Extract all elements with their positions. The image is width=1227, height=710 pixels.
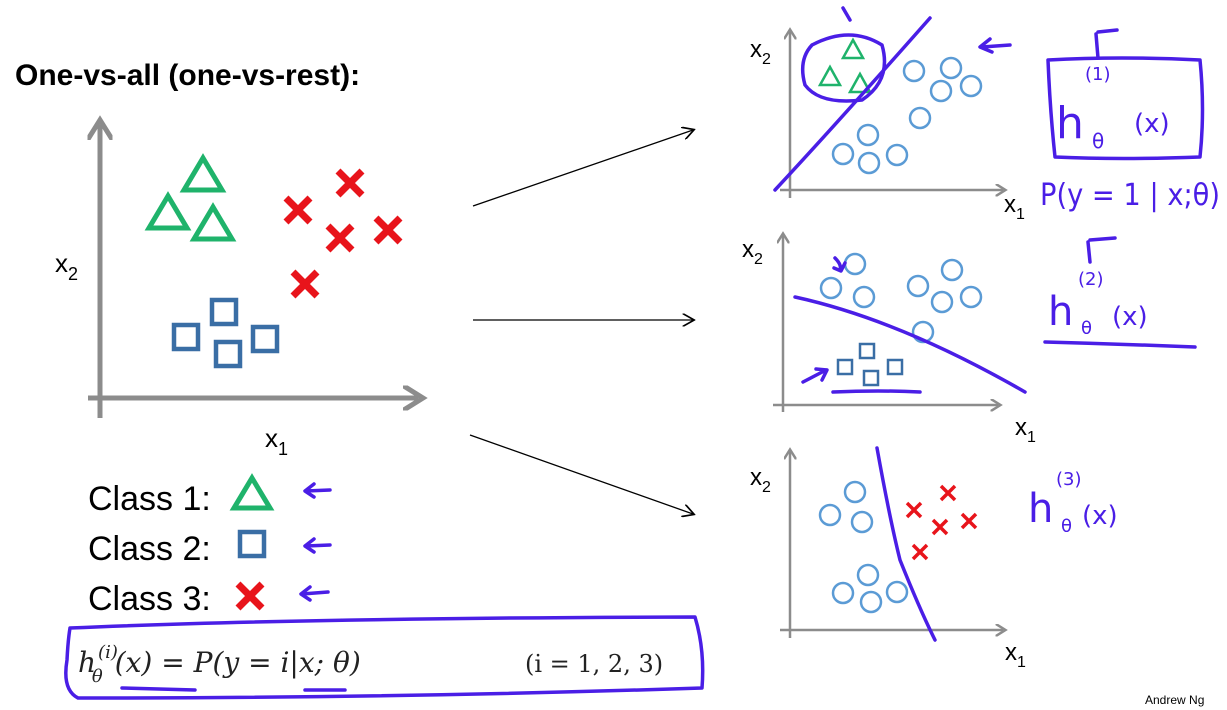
- class1-points: [144, 153, 237, 242]
- slide-title: One-vs-all (one-vs-rest):: [15, 59, 360, 92]
- x-axis-label: x1: [1005, 639, 1026, 671]
- class1-label: Class 1:: [88, 480, 211, 518]
- y-axis-label: x2: [55, 248, 78, 284]
- h3-args: (x): [1082, 501, 1118, 531]
- arrow-to-plot-1: [472, 130, 693, 207]
- arrow-left-icon: [299, 585, 330, 602]
- arrow-left-icon: [303, 482, 332, 499]
- arrow-left-icon: [303, 537, 332, 554]
- subplot-class3: x2 x1: [750, 446, 1026, 671]
- y-axis-label: x2: [750, 464, 771, 496]
- x-axis-label: x1: [265, 423, 288, 459]
- formula-underlines: [120, 686, 347, 692]
- x-axis-label: x1: [1004, 191, 1025, 223]
- y-axis-label: x2: [750, 36, 771, 68]
- h3-letter: h: [1028, 486, 1053, 532]
- formula: h(i)θ(x) = P(y = i|x; θ) (i = 1, 2, 3): [64, 615, 705, 700]
- cross-icon: [235, 581, 265, 611]
- formula-range: (i = 1, 2, 3): [525, 650, 663, 678]
- class2-points: [171, 297, 280, 369]
- h2-args: (x): [1112, 302, 1148, 332]
- class-legend: Class 1: Class 2: Class 3:: [88, 473, 332, 618]
- class3-points: [283, 168, 403, 299]
- h2-superscript: (2): [1078, 269, 1104, 290]
- h1-superscript: (1): [1085, 64, 1111, 85]
- formula-text: h(i)θ(x) = P(y = i|x; θ): [78, 642, 361, 687]
- square-icon: [237, 529, 267, 559]
- arrow-to-plot-3: [469, 434, 693, 514]
- class3-label: Class 3:: [88, 580, 211, 618]
- h2-letter: h: [1048, 289, 1073, 335]
- h3-theta: θ: [1061, 516, 1072, 537]
- subplot-class1: x2 x1: [750, 6, 1025, 223]
- x-axis-label: x1: [1015, 414, 1036, 446]
- h1-letter: h: [1056, 98, 1084, 149]
- h2-theta: θ: [1081, 318, 1092, 339]
- main-plot: x2 x1: [55, 125, 418, 459]
- footer-author: Andrew Ng: [1145, 693, 1204, 707]
- handwritten-annotations: (1) h θ (x) P(y = 1 | x;θ) (2) h θ (x) (…: [1028, 28, 1220, 537]
- h1-probability: P(y = 1 | x;θ): [1040, 178, 1220, 213]
- subplot-class2: x2 x1: [742, 236, 1036, 446]
- triangle-icon: [229, 473, 275, 511]
- h1-theta: θ: [1092, 129, 1104, 153]
- h3-superscript: (3): [1056, 469, 1082, 490]
- class2-label: Class 2:: [88, 530, 211, 568]
- formula-highlight-box: [64, 615, 705, 700]
- y-axis-label: x2: [742, 236, 763, 268]
- h1-args: (x): [1134, 109, 1170, 139]
